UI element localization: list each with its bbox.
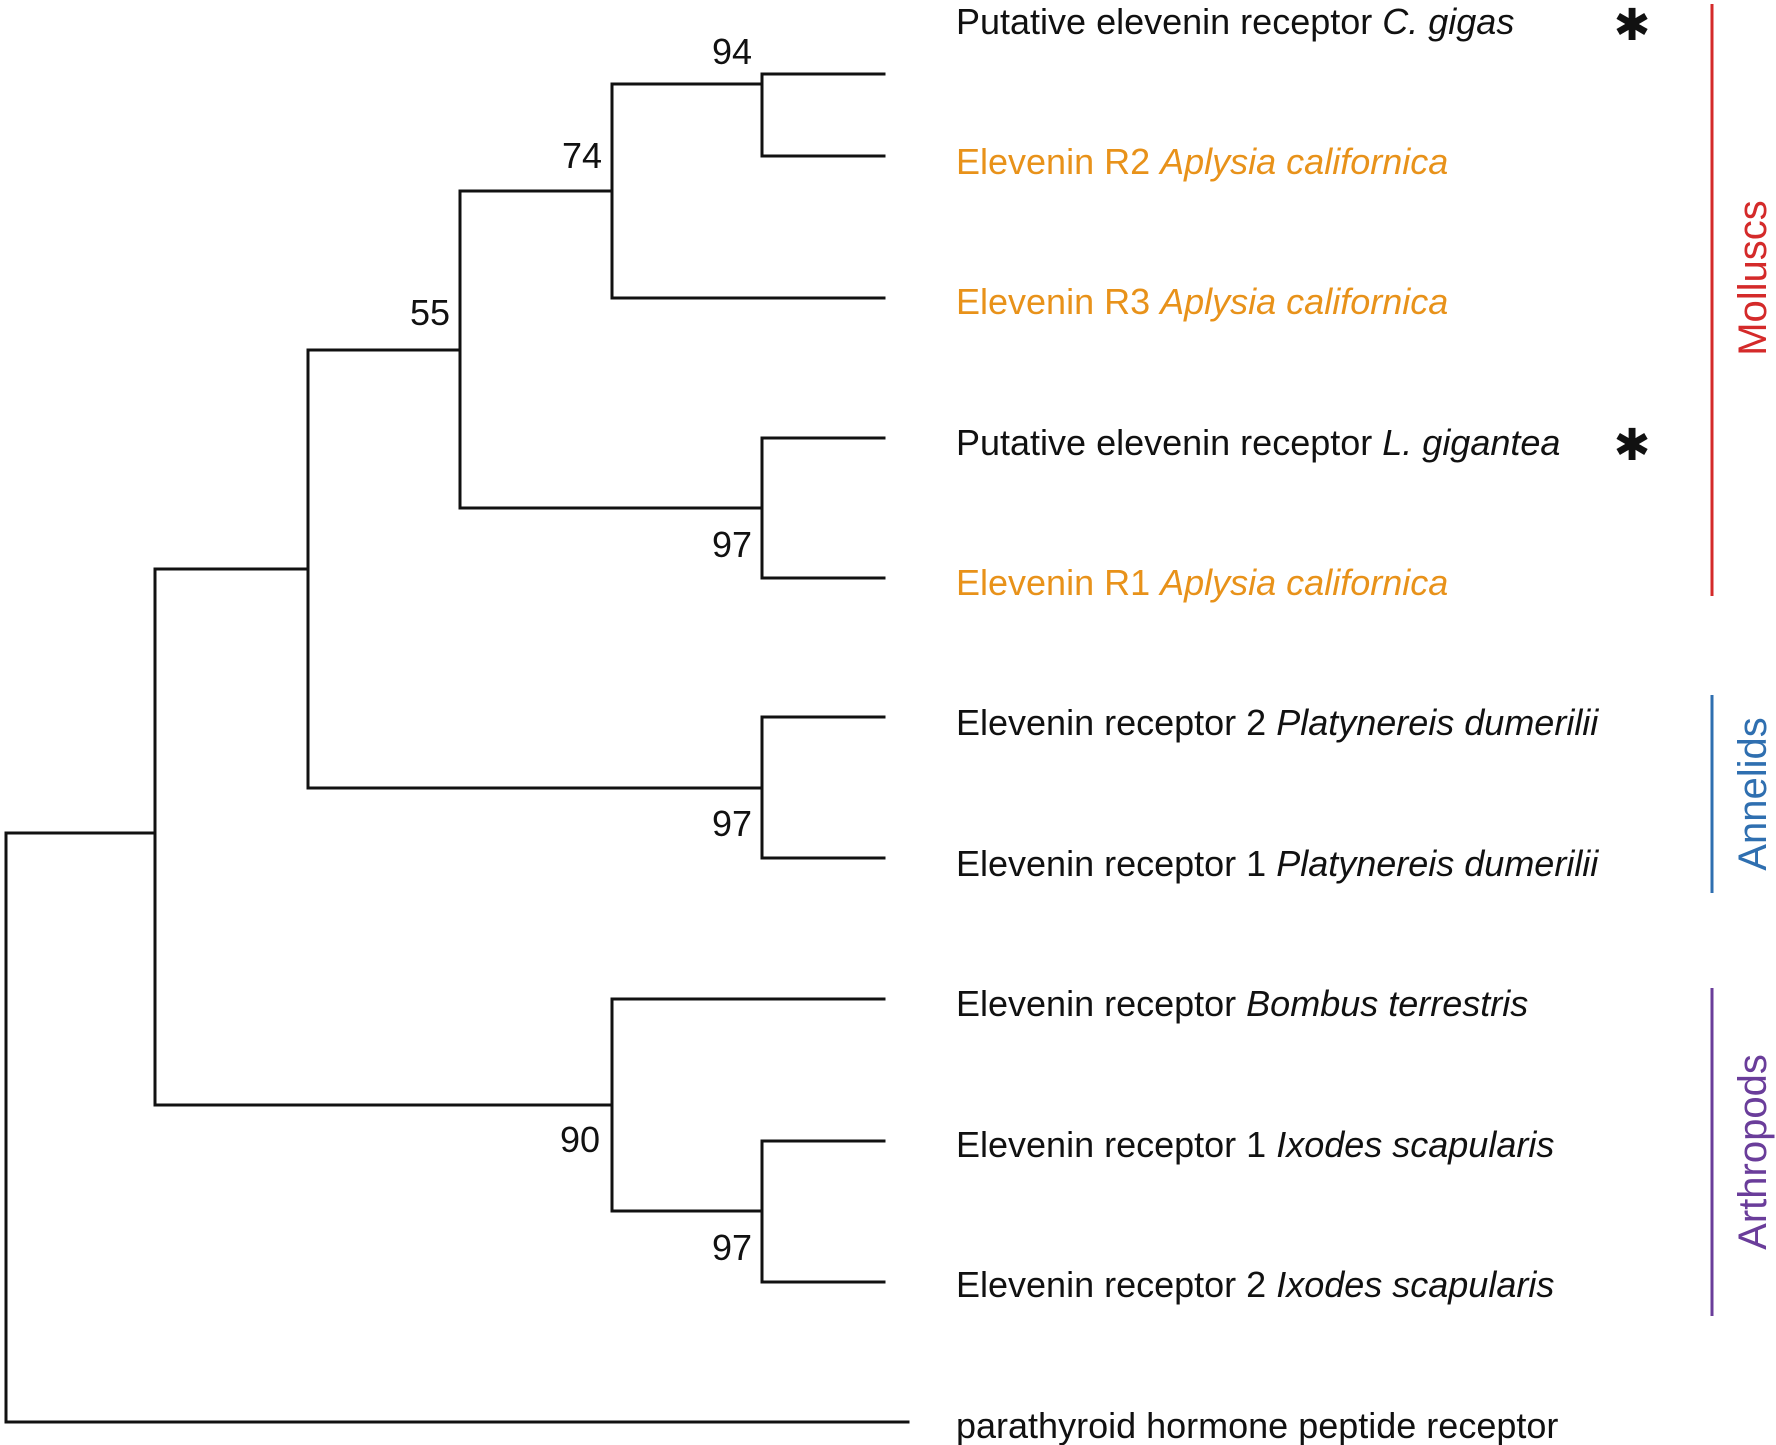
bootstrap-n90: 90 bbox=[560, 1119, 600, 1160]
bootstrap-values: 94 74 55 97 97 90 97 bbox=[410, 31, 752, 1268]
leaf-label-bter: Elevenin receptor Bombus terrestris bbox=[956, 983, 1528, 1024]
leaf-label-aplR1: Elevenin R1 Aplysia californica bbox=[956, 562, 1448, 603]
tree-branches bbox=[4, 72, 910, 1424]
leaf-prefix: Elevenin receptor 1 bbox=[956, 843, 1276, 884]
leaf-species: Ixodes scapularis bbox=[1276, 1264, 1554, 1305]
leaf-label-isca2: Elevenin receptor 2 Ixodes scapularis bbox=[956, 1264, 1554, 1305]
leaf-species: C. gigas bbox=[1382, 1, 1514, 42]
leaf-label-aplR2: Elevenin R2 Aplysia californica bbox=[956, 141, 1448, 182]
leaf-species: Aplysia californica bbox=[1158, 141, 1448, 182]
leaf-prefix: Putative elevenin receptor bbox=[956, 1, 1382, 42]
bootstrap-n97a: 97 bbox=[712, 524, 752, 565]
leaf-prefix: Elevenin receptor 1 bbox=[956, 1124, 1276, 1165]
leaf-label-isca1: Elevenin receptor 1 Ixodes scapularis bbox=[956, 1124, 1554, 1165]
leaf-label-pth: parathyroid hormone peptide receptor bbox=[956, 1405, 1558, 1445]
group-label-molluscs: Molluscs bbox=[1731, 200, 1775, 356]
leaf-species: Platynereis dumerilii bbox=[1276, 702, 1599, 743]
bootstrap-n97c: 97 bbox=[712, 1227, 752, 1268]
leaf-label-lgig: Putative elevenin receptor L. gigantea bbox=[956, 422, 1560, 463]
leaf-prefix: Putative elevenin receptor bbox=[956, 422, 1382, 463]
bootstrap-n97b: 97 bbox=[712, 803, 752, 844]
leaf-prefix: Elevenin receptor 2 bbox=[956, 1264, 1276, 1305]
leaf-prefix: parathyroid hormone peptide receptor bbox=[956, 1405, 1558, 1445]
leaf-labels: Putative elevenin receptor C. gigas Elev… bbox=[956, 1, 1599, 1445]
leaf-species: Bombus terrestris bbox=[1246, 983, 1528, 1024]
asterisk-cgigas: ✱ bbox=[1614, 0, 1651, 51]
leaf-species: Platynereis dumerilii bbox=[1276, 843, 1599, 884]
bootstrap-n55: 55 bbox=[410, 292, 450, 333]
group-label-arthropods: Arthropods bbox=[1731, 1054, 1775, 1250]
leaf-prefix: Elevenin R3 bbox=[956, 281, 1160, 322]
leaf-species: L. gigantea bbox=[1382, 422, 1560, 463]
leaf-prefix: Elevenin R1 bbox=[956, 562, 1160, 603]
leaf-label-pdum1: Elevenin receptor 1 Platynereis dumerili… bbox=[956, 843, 1599, 884]
leaf-label-aplR3: Elevenin R3 Aplysia californica bbox=[956, 281, 1448, 322]
leaf-label-cgigas: Putative elevenin receptor C. gigas bbox=[956, 1, 1514, 42]
leaf-species: Aplysia californica bbox=[1158, 562, 1448, 603]
group-brackets: Molluscs Annelids Arthropods bbox=[1710, 4, 1775, 1316]
asterisk-lgig: ✱ bbox=[1614, 420, 1651, 471]
bootstrap-n94: 94 bbox=[712, 31, 752, 72]
leaf-prefix: Elevenin receptor 2 bbox=[956, 702, 1276, 743]
bootstrap-n74: 74 bbox=[562, 135, 602, 176]
leaf-label-pdum2: Elevenin receptor 2 Platynereis dumerili… bbox=[956, 702, 1599, 743]
group-label-annelids: Annelids bbox=[1731, 717, 1775, 870]
leaf-species: Aplysia californica bbox=[1158, 281, 1448, 322]
leaf-prefix: Elevenin R2 bbox=[956, 141, 1160, 182]
leaf-species: Ixodes scapularis bbox=[1276, 1124, 1554, 1165]
leaf-prefix: Elevenin receptor bbox=[956, 983, 1246, 1024]
